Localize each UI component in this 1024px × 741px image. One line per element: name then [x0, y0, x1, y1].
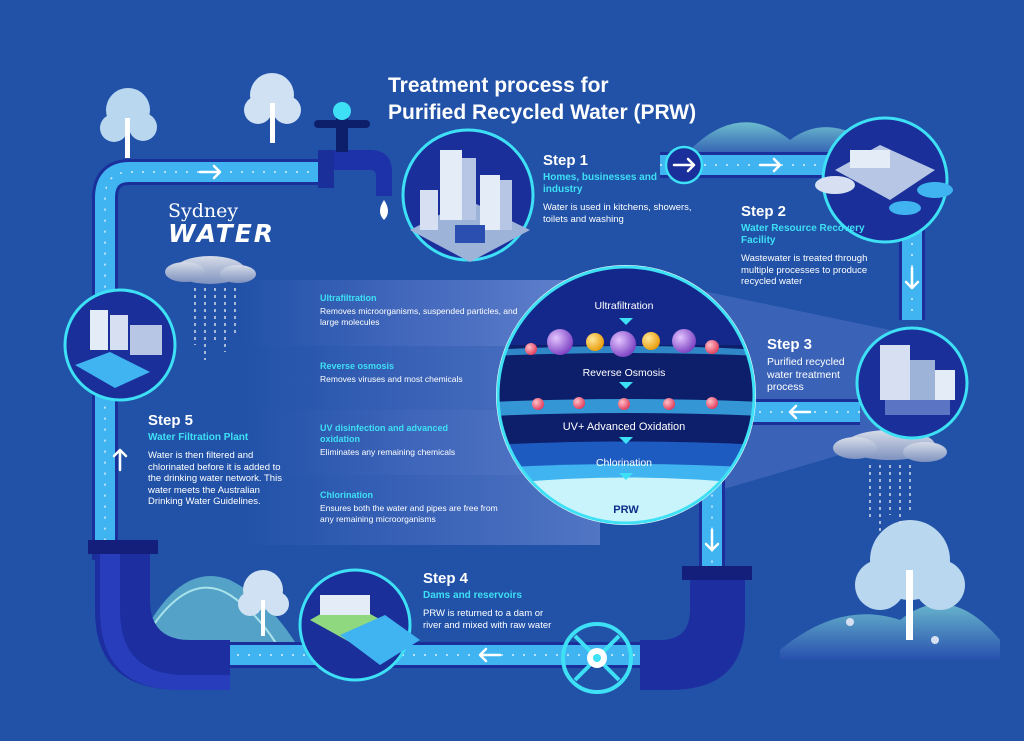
flower-icons [846, 618, 939, 644]
stage-ultrafiltration-title: Ultrafiltration [320, 293, 377, 303]
stage-uv-desc: Eliminates any remaining chemicals [320, 447, 456, 457]
step-1-heading: Step 1 [543, 152, 589, 169]
valve [561, 622, 633, 694]
step-5-heading: Step 5 [148, 412, 194, 429]
pipe-elbow-left [88, 540, 230, 690]
step-4-subtitle: Dams and reservoirs [423, 590, 522, 601]
title-line-2: Purified Recycled Water (PRW) [388, 101, 697, 124]
faucet [314, 102, 392, 220]
sydney-water-logo: Sydney WATER [168, 201, 275, 247]
logo-line-2: WATER [168, 219, 276, 248]
stage-chlorination: Chlorination Ensures both the water and … [320, 490, 500, 524]
step-2: Step 2 Water Resource Recovery Facility … [741, 203, 881, 288]
arrow-circle-step2 [664, 145, 704, 185]
stage-uv-title: UV disinfection and advanced oxidation [320, 423, 449, 444]
band-chlorination [240, 475, 600, 545]
stage-chlorination-title: Chlorination [320, 490, 373, 500]
band-ultrafiltration [240, 280, 600, 346]
step-2-heading: Step 2 [741, 203, 787, 220]
tree-top-left-2 [244, 73, 301, 143]
step-3: Step 3 Purified recycled water treatment… [767, 336, 872, 394]
stage-reverse-osmosis-desc: Removes viruses and most chemicals [320, 374, 463, 384]
step-4-heading: Step 4 [423, 570, 469, 587]
circle-label-chlorination: Chlorination [595, 457, 653, 469]
cloud-left [165, 256, 256, 360]
tree-bottom-right [855, 520, 965, 640]
step-2-description: Wastewater is treated through multiple p… [741, 253, 868, 287]
circle-label-ultrafiltration: Ultrafiltration [594, 300, 654, 312]
step3-treatment-plant-icon [855, 326, 969, 440]
step-4-description: PRW is returned to a dam or river and mi… [423, 608, 552, 631]
circle-label-prw: PRW [613, 504, 639, 516]
step-1: Step 1 Homes, businesses and industry Wa… [543, 152, 693, 225]
stage-ultrafiltration: Ultrafiltration Removes microorganisms, … [320, 293, 520, 327]
step2-facility-icon [815, 116, 953, 244]
logo-line-1: Sydney [168, 200, 239, 222]
stage-reverse-osmosis: Reverse osmosis Removes viruses and most… [320, 361, 520, 385]
step5-filtration-plant-icon [63, 288, 177, 402]
step-1-description: Water is used in kitchens, showers, toil… [543, 202, 692, 225]
circle-label-reverse-osmosis: Reverse Osmosis [582, 367, 666, 379]
circle-label-uv: UV+ Advanced Oxidation [562, 421, 686, 433]
step-5-description: Water is then filtered and chlorinated b… [148, 450, 282, 507]
step-2-subtitle: Water Resource Recovery Facility [741, 223, 865, 246]
hills-bottom-left [140, 576, 300, 660]
hills-bottom-right [780, 604, 1000, 660]
flow-arrows [112, 157, 920, 663]
title-line-1: Treatment process for [388, 74, 609, 97]
step-1-subtitle: Homes, businesses and industry [543, 172, 657, 195]
step-3-heading: Step 3 [767, 336, 813, 353]
step1-city-icon [401, 128, 535, 262]
pipe-elbow-right [640, 566, 752, 690]
step-5: Step 5 Water Filtration Plant Water is t… [148, 412, 288, 508]
stage-uv: UV disinfection and advanced oxidation E… [320, 423, 480, 458]
cloud-right [833, 430, 947, 535]
step4-dam-icon [298, 568, 420, 682]
tree-bottom-left [238, 570, 289, 636]
step-3-description: Purified recycled water treatment proces… [767, 356, 845, 393]
stage-ultrafiltration-desc: Removes microorganisms, suspended partic… [320, 306, 518, 327]
step-5-subtitle: Water Filtration Plant [148, 432, 249, 443]
stage-chlorination-desc: Ensures both the water and pipes are fre… [320, 503, 498, 524]
step-4: Step 4 Dams and reservoirs PRW is return… [423, 570, 563, 631]
tree-top-left-1 [100, 88, 157, 158]
stage-reverse-osmosis-title: Reverse osmosis [320, 361, 395, 371]
